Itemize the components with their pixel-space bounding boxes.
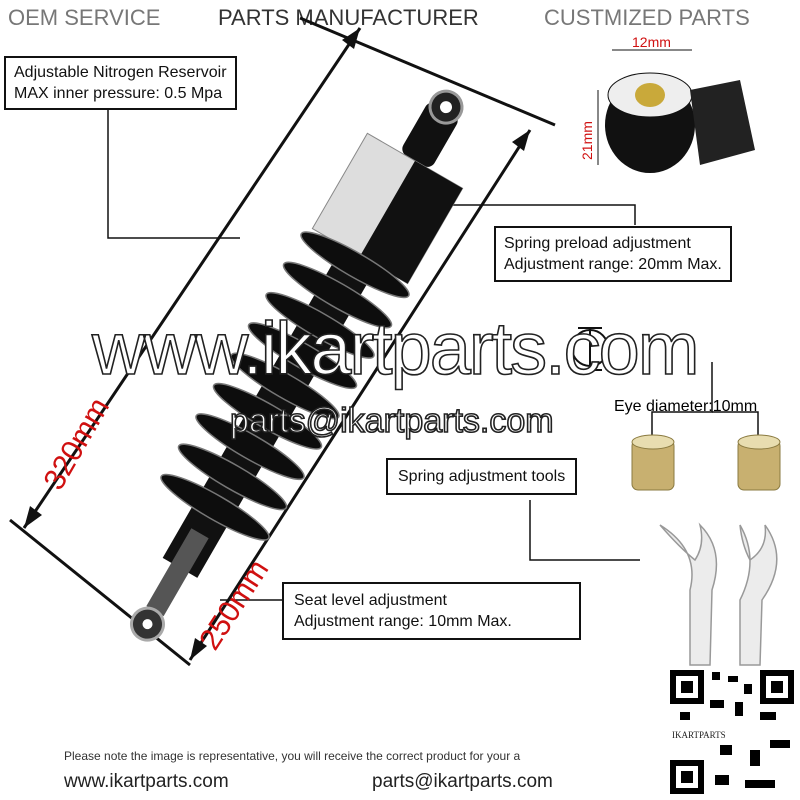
callout-seat: Seat level adjustment Adjustment range: … [282,582,581,640]
preload-line-2: Adjustment range: 20mm Max. [504,256,722,273]
dimension-overall: 320mm [37,392,116,495]
header-oem-service: OEM SERVICE [8,5,161,30]
dimension-inner: 250mm [193,554,275,656]
header-parts-manufacturer: PARTS MANUFACTURER [218,5,479,30]
callout-eye: Eye diameter:10mm [614,398,758,415]
arrow-heads [24,28,530,660]
callout-preload: Spring preload adjustment Adjustment ran… [494,226,732,282]
eye-diameter-icon [571,327,609,371]
spacer-bushings [631,434,781,491]
footer-site: www.ikartparts.com [64,771,229,792]
shock-absorber [130,89,464,642]
bushing-image [597,49,755,173]
spanner-tools [659,522,778,666]
reservoir-line-2: MAX inner pressure: 0.5 Mpa [14,85,223,102]
leader-lines [107,100,759,601]
header-custmized-parts: CUSTMIZED PARTS [544,5,750,30]
watermark-site: www.ikartparts.com [91,307,700,390]
bushing-height: 21mm [579,121,595,160]
seat-line-2: Adjustment range: 10mm Max. [294,613,512,630]
reservoir-line-1: Adjustable Nitrogen Reservoir [14,64,227,81]
qr-code [668,668,796,796]
watermark-email: parts@ikartparts.com [229,402,554,440]
bushing-width: 12mm [632,34,671,50]
footer-email: parts@ikartparts.com [372,771,553,792]
preload-line-1: Spring preload adjustment [504,235,691,252]
dimension-arrows [9,16,556,667]
callout-tools: Spring adjustment tools [386,458,578,495]
seat-line-1: Seat level adjustment [294,592,447,609]
footer-disclaimer: Please note the image is representative,… [64,749,521,763]
callout-reservoir: Adjustable Nitrogen Reservoir MAX inner … [4,56,237,110]
qr-label: IKARTPARTS [672,730,726,740]
